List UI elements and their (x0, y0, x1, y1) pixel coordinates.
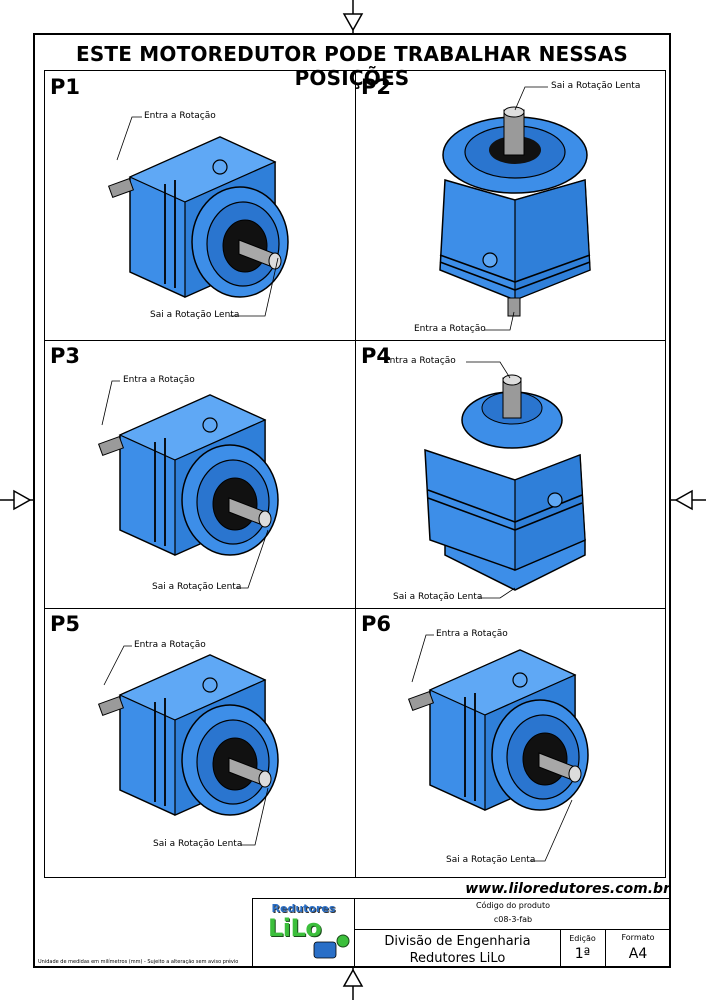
p2-saida-callout: Sai a Rotação Lenta (551, 81, 641, 91)
panel-label-p3: P3 (50, 344, 81, 368)
gearbox-p4-drawing (424, 374, 586, 591)
logo-main-text: LiLo (268, 914, 322, 942)
bottom-arrow-icon (342, 968, 364, 987)
codigo-value: c08-3-fab (493, 915, 533, 924)
p6-entrada-callout: Entra a Rotação (436, 629, 508, 639)
p2-entrada-callout: Entra a Rotação (414, 324, 486, 334)
panel-label-p6: P6 (361, 612, 392, 636)
grid-vertical-divider (355, 70, 356, 878)
top-arrow-icon (342, 13, 364, 32)
panel-label-p5: P5 (50, 612, 81, 636)
lilo-logo-icon (313, 934, 350, 959)
panel-label-p2: P2 (361, 75, 392, 99)
p5-saida-callout: Sai a Rotação Lenta (153, 839, 243, 849)
drawing-frame (33, 33, 671, 968)
gearbox-p2-drawing (439, 106, 591, 317)
formato-value: A4 (628, 946, 648, 962)
p4-entrada-callout: Entra a Rotação (384, 356, 456, 366)
formato-separator (605, 930, 606, 968)
website-link[interactable]: www.liloredutores.com.br (465, 881, 670, 897)
codigo-row (355, 898, 671, 930)
p1-entrada-callout: Entra a Rotação (144, 111, 216, 121)
title-block-logo-cell (252, 898, 355, 968)
logo-top-text: Redutores (271, 902, 336, 915)
divisao-line1: Divisão de Engenharia (384, 934, 531, 949)
divisao-line2: Redutores LiLo (409, 951, 506, 966)
page-title: ESTE MOTOREDUTOR PODE TRABALHAR NESSAS P… (75, 42, 629, 90)
callout-lines (101, 86, 573, 862)
codigo-label: Código do produto (475, 901, 551, 910)
p3-entrada-callout: Entra a Rotação (123, 375, 195, 385)
edicao-value: 1ª (574, 946, 591, 962)
grid-row-divider-2 (44, 608, 666, 609)
p5-entrada-callout: Entra a Rotação (134, 640, 206, 650)
panel-label-p1: P1 (50, 75, 81, 99)
edicao-separator (560, 930, 561, 968)
left-arrow-icon (13, 489, 32, 511)
formato-label: Formato (621, 933, 655, 942)
p6-saida-callout: Sai a Rotação Lenta (446, 855, 536, 865)
grid-row-divider-1 (44, 340, 666, 341)
footnote: Unidade de medidas em milímetros (mm) - … (38, 959, 239, 965)
panel-label-p4: P4 (361, 344, 392, 368)
p1-saida-callout: Sai a Rotação Lenta (150, 310, 240, 320)
p3-saida-callout: Sai a Rotação Lenta (152, 582, 242, 592)
right-arrow-icon (674, 489, 693, 511)
edicao-label: Edição (569, 934, 596, 943)
p4-saida-callout: Sai a Rotação Lenta (393, 592, 483, 602)
title-block (252, 898, 671, 968)
